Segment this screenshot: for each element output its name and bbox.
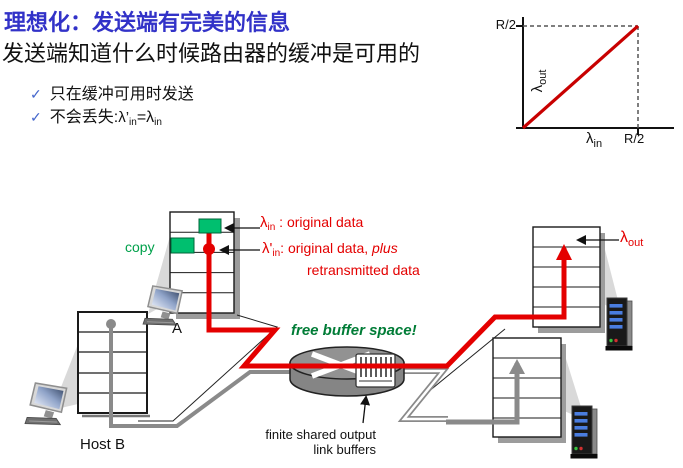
checkmark-icon: ✓ xyxy=(30,86,42,102)
server-icon xyxy=(570,405,598,459)
receiver-bottom-shadow xyxy=(562,346,585,420)
output-buffer-icon xyxy=(355,353,396,388)
host-b-label: Host B xyxy=(80,436,126,453)
bullet-2-text: 不会丢失:λ’in=λin xyxy=(49,109,162,128)
packet-copy xyxy=(170,237,195,254)
bullet-1-text: 只在缓冲可用时发送 xyxy=(49,86,194,103)
buffer-pointer-arrow xyxy=(360,395,371,424)
desktop-computer-icon xyxy=(24,382,68,426)
pointer-arrows xyxy=(219,223,619,424)
chart-y-tick-label: R/2 xyxy=(495,17,516,32)
link-edge-left xyxy=(138,314,278,422)
checkmark-icon: ✓ xyxy=(30,109,42,125)
bullet-2: ✓ 不会丢失:λ’in=λin xyxy=(30,103,162,128)
chart-y-axis-label: λout xyxy=(529,69,549,93)
packet-original xyxy=(198,218,222,234)
bullet-1: ✓ 只在缓冲可用时发送 xyxy=(30,80,194,104)
free-buffer-label: free buffer space! xyxy=(291,322,417,339)
red-data-path xyxy=(206,224,572,369)
chart-axes xyxy=(516,17,674,129)
host-a-stack xyxy=(169,211,240,319)
slide-subtitle: 发送端知道什么时候路由器的缓冲是可用的 xyxy=(2,41,421,66)
link-edge-right xyxy=(427,328,506,393)
host-b-packet-dot xyxy=(106,319,116,329)
chart-x-tick-label: R/2 xyxy=(624,131,645,146)
network-links xyxy=(138,314,506,422)
lambda-in-prime-label: λ'in: original data, plus xyxy=(262,240,398,259)
host-a-label: A xyxy=(172,320,183,337)
router-icon xyxy=(289,346,405,397)
dashed-guides xyxy=(523,25,639,128)
slide-title: 理想化：发送端有完美的信息 xyxy=(4,10,291,35)
throughput-chart xyxy=(516,17,674,135)
lambda-out-gray-arrow xyxy=(446,359,525,425)
gray-data-paths xyxy=(106,319,525,428)
receiver-top-shadow xyxy=(601,234,622,316)
finite-buffers-label: finite shared output link buffers xyxy=(265,427,376,457)
retransmit-dot xyxy=(203,243,215,255)
chart-x-axis-label: λin xyxy=(586,130,603,150)
receiver-stack-bottom xyxy=(492,337,566,443)
server-icon xyxy=(605,297,633,351)
copy-label: copy xyxy=(125,239,155,255)
host-a-packets xyxy=(170,218,222,255)
chart-line xyxy=(521,24,640,130)
host-b-data-path xyxy=(109,326,294,428)
lambda-in-label: λin : original data xyxy=(260,214,364,233)
retransmitted-data-label: retransmitted data xyxy=(307,262,420,278)
lambda-out-label: λout xyxy=(620,229,644,249)
